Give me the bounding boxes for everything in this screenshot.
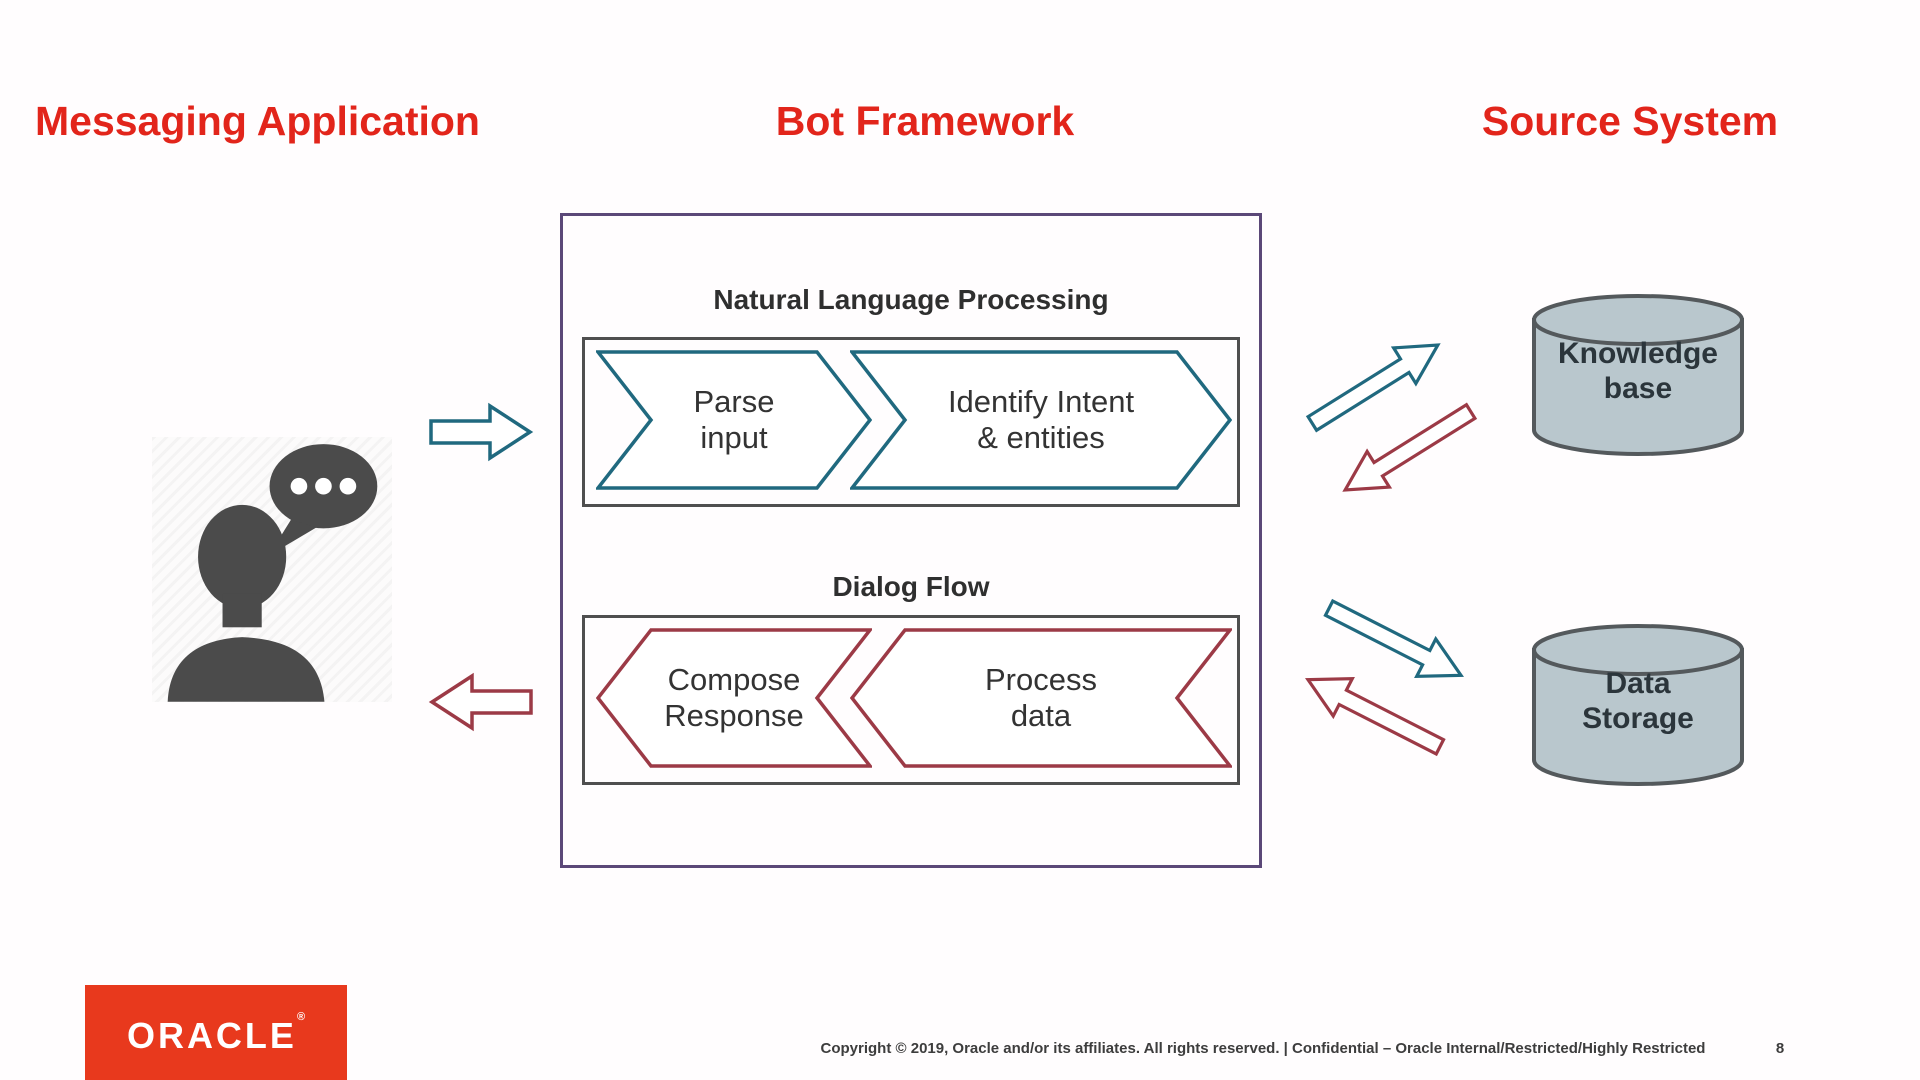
chevron-parse-input: Parse input (596, 350, 872, 490)
arrow-bot-to-data-storage-icon (1316, 585, 1476, 698)
knowledge-base-cylinder: Knowledge base (1528, 292, 1748, 458)
left-chevron-shape-icon (596, 628, 872, 768)
chevron-label: Parse input (693, 384, 775, 455)
knowledge-base-label: Knowledge base (1557, 337, 1718, 406)
dialog-flow-section-title: Dialog Flow (832, 571, 990, 602)
page-number: 8 (1775, 1040, 1785, 1057)
nlp-section-title: Natural Language Processing (713, 284, 1109, 315)
database-cylinder-icon (1532, 624, 1744, 786)
source-system-heading: Source System (1481, 98, 1779, 144)
chevron-process-data: Process data (850, 628, 1232, 768)
arrow-user-to-bot-icon (428, 402, 534, 462)
chevron-identify-intent: Identify Intent & entities (850, 350, 1232, 490)
copyright-text: Copyright © 2019, Oracle and/or its affi… (820, 1040, 1706, 1057)
messaging-application-heading: Messaging Application (35, 98, 480, 144)
right-chevron-shape-icon (850, 350, 1232, 490)
chevron-label: Compose Response (664, 662, 804, 733)
arrow-bot-to-knowledge-base-icon (1297, 323, 1454, 446)
arrow-bot-to-user-icon (428, 672, 534, 732)
registered-trademark-icon: ® (296, 1010, 306, 1023)
chevron-label: Identify Intent & entities (947, 384, 1135, 455)
arrow-knowledge-base-to-bot-icon (1329, 390, 1486, 513)
bot-framework-container (560, 213, 1262, 868)
dialog-flow-section-box (582, 615, 1240, 785)
data-storage-cylinder: Data Storage (1528, 622, 1748, 788)
person-silhouette-icon (167, 444, 378, 702)
chevron-compose-response: Compose Response (596, 628, 872, 768)
right-chevron-shape-icon (596, 350, 872, 490)
oracle-logo: ORACLE® (85, 985, 347, 1080)
bot-framework-heading: Bot Framework (775, 98, 1075, 144)
user-with-speech-bubble-icon (152, 437, 392, 702)
chevron-label: Process data (985, 662, 1097, 733)
data-storage-label: Data Storage (1582, 667, 1694, 736)
arrow-data-storage-to-bot-icon (1294, 656, 1454, 769)
nlp-section-box (582, 337, 1240, 507)
database-cylinder-icon (1532, 294, 1744, 456)
left-chevron-shape-icon (850, 628, 1232, 768)
oracle-wordmark: ORACLE® (126, 1010, 306, 1056)
